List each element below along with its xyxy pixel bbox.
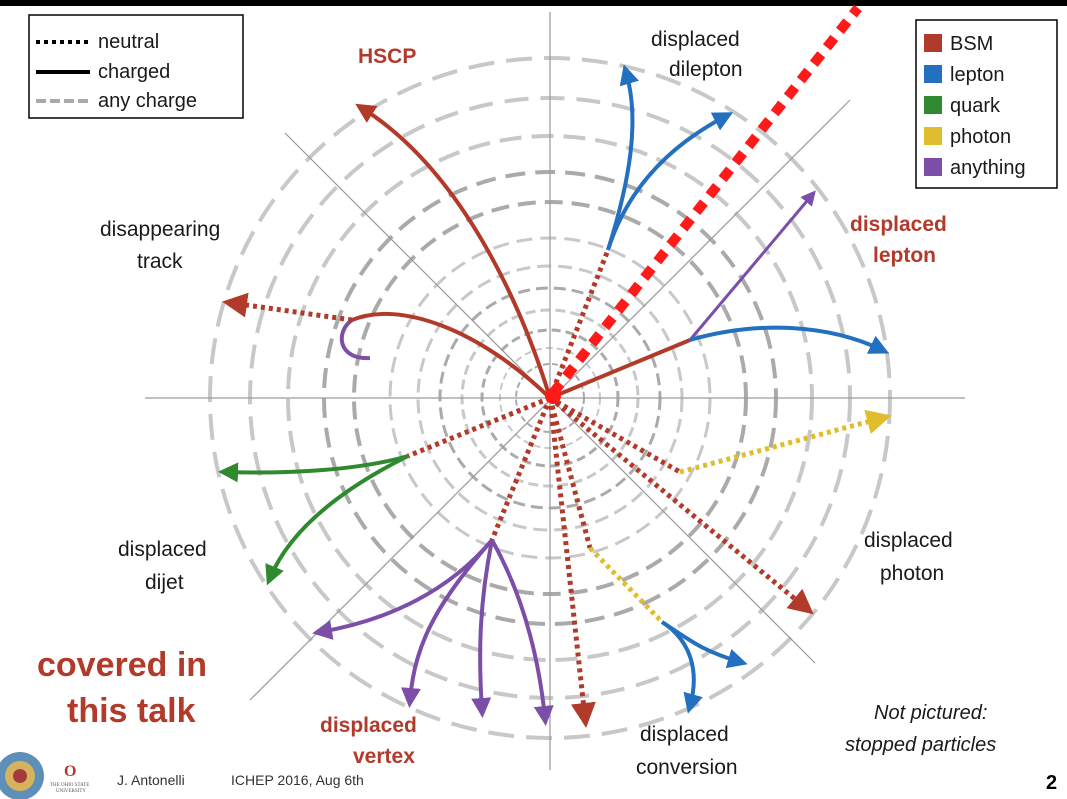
logo-line-2: UNIVERSITY (56, 789, 86, 794)
swatch-lepton (924, 65, 942, 83)
label-disappearing-2: track (137, 250, 183, 273)
label-displaced-lepton-2: lepton (873, 244, 936, 267)
conversion-photon (588, 546, 664, 624)
dijet-parent (407, 395, 551, 459)
label-displaced-dijet-2: dijet (145, 571, 184, 594)
color-legend: BSM lepton quark photon anything (915, 19, 1058, 189)
legend-any-charge: any charge (98, 90, 197, 112)
university-logo: O THE OHIO STATE UNIVERSITY (50, 763, 89, 794)
label-not-pictured-1: Not pictured: (874, 702, 987, 724)
label-displaced-photon-2: photon (880, 562, 944, 585)
lepton-anything (688, 190, 816, 341)
vertex-track-3 (471, 539, 494, 718)
label-hscp: HSCP (358, 45, 416, 68)
label-covered-1: covered in (37, 646, 207, 684)
vertex-track-4 (490, 539, 554, 726)
legend-charged: charged (98, 61, 170, 83)
swatch-quark (924, 96, 942, 114)
logo-letter: O (64, 763, 76, 780)
interaction-point (545, 388, 561, 404)
legend-bsm: BSM (950, 33, 993, 55)
legend-neutral: neutral (98, 31, 159, 53)
footer-conference: ICHEP 2016, Aug 6th (231, 772, 364, 788)
label-displaced-lepton-1: displaced (850, 213, 947, 236)
footer-author: J. Antonelli (117, 772, 185, 788)
vertex-track-2 (401, 538, 494, 708)
red-highlight-line (549, 4, 862, 397)
label-displaced-photon-1: displaced (864, 529, 953, 552)
lepton-parent (549, 338, 691, 400)
label-displaced-dilepton-2: dilepton (669, 58, 743, 81)
logo-line-1: THE OHIO STATE (50, 783, 89, 788)
label-displaced-dilepton-1: displaced (651, 28, 740, 51)
label-displaced-vertex-2: vertex (353, 745, 415, 768)
dijet-quark-1 (218, 454, 409, 483)
conversion-parent (547, 397, 593, 549)
swatch-bsm (924, 34, 942, 52)
footer: O THE OHIO STATE UNIVERSITY J. Antonelli… (0, 752, 1057, 799)
dijet-quark-2 (265, 454, 409, 586)
lepton-track (689, 325, 890, 354)
conversion-neutral-bsm (547, 397, 596, 728)
vertex-parent (489, 397, 553, 541)
photon-parent (548, 395, 682, 475)
page-number: 2 (1046, 772, 1057, 794)
photon-track (679, 409, 892, 475)
label-displaced-vertex-1: displaced (320, 714, 417, 737)
disappearing-curl (339, 318, 371, 361)
hscp-track (355, 103, 552, 399)
disappearing-neutral (222, 292, 353, 323)
legend-lepton: lepton (950, 64, 1005, 86)
disappearing-track (351, 311, 552, 400)
conversion-lepton-1 (660, 620, 748, 669)
line-style-legend: neutral charged any charge (28, 14, 244, 119)
conversion-lepton-2 (660, 620, 703, 714)
label-covered-2: this talk (67, 692, 196, 730)
label-displaced-dijet-1: displaced (118, 538, 207, 561)
label-disappearing-1: disappearing (100, 218, 220, 241)
detector-logo (0, 752, 44, 799)
swatch-anything (924, 158, 942, 176)
legend-anything: anything (950, 157, 1026, 179)
swatch-photon (924, 127, 942, 145)
legend-quark: quark (950, 95, 1001, 117)
dilepton-lepton-2 (606, 112, 734, 251)
label-not-pictured-2: stopped particles (845, 734, 996, 756)
dilepton-parent (547, 249, 611, 399)
photon-neutral-bsm (548, 396, 814, 615)
label-displaced-conversion-2: conversion (636, 756, 738, 779)
label-displaced-conversion-1: displaced (640, 723, 729, 746)
top-border (0, 0, 1067, 6)
legend-photon: photon (950, 126, 1011, 148)
